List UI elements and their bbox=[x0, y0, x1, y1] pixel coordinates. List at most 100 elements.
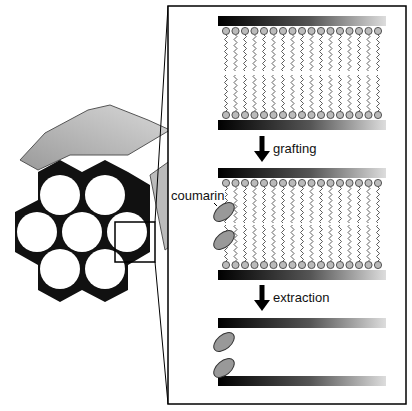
surfactant-tail bbox=[377, 225, 380, 261]
surfactant-head bbox=[346, 179, 353, 186]
surfactant-head bbox=[270, 179, 277, 186]
surfactant-tail bbox=[272, 35, 275, 71]
surfactant-head bbox=[327, 27, 334, 34]
zoom-line bbox=[155, 6, 168, 222]
surfactant-head bbox=[260, 111, 267, 118]
pore-wall bbox=[218, 318, 386, 328]
surfactant-tail bbox=[272, 75, 275, 111]
zoom-line bbox=[155, 262, 168, 404]
surfactant-head bbox=[365, 111, 372, 118]
surfactant-tail bbox=[301, 35, 304, 71]
surfactant-head bbox=[317, 179, 324, 186]
surfactant-head bbox=[289, 261, 296, 268]
surfactant-head bbox=[374, 179, 381, 186]
surfactant bbox=[222, 179, 381, 268]
surfactant-tail bbox=[225, 75, 228, 111]
surfactant-tail bbox=[253, 35, 256, 71]
surfactant-tail bbox=[263, 187, 266, 223]
leader-line bbox=[214, 203, 217, 206]
surfactant-tail bbox=[263, 225, 266, 261]
zoom-frame bbox=[115, 222, 155, 262]
surfactant-head bbox=[232, 261, 239, 268]
surfactant-tail bbox=[282, 187, 285, 223]
surfactant-tail bbox=[367, 35, 370, 71]
surfactant-tail bbox=[348, 225, 351, 261]
surfactant-tail bbox=[234, 225, 237, 261]
surfactant-head bbox=[289, 111, 296, 118]
label-grafting: grafting bbox=[272, 141, 317, 156]
surfactant-head bbox=[270, 111, 277, 118]
surfactant-head bbox=[308, 261, 315, 268]
surfactant-head bbox=[355, 27, 362, 34]
surfactant-head bbox=[308, 179, 315, 186]
surfactant-head bbox=[251, 111, 258, 118]
surfactant-tail bbox=[253, 75, 256, 111]
surfactant-head bbox=[346, 27, 353, 34]
surfactant-head bbox=[346, 261, 353, 268]
label-extraction: extraction bbox=[272, 290, 330, 305]
surfactant-head bbox=[279, 111, 286, 118]
surfactant-tail bbox=[301, 225, 304, 261]
surfactant-tail bbox=[320, 187, 323, 223]
label-coumarin: coumarin bbox=[170, 188, 225, 203]
surfactant-head bbox=[222, 261, 229, 268]
surfactant-head bbox=[222, 27, 229, 34]
surfactant-tail bbox=[244, 187, 247, 223]
surfactant-head bbox=[232, 27, 239, 34]
surfactant-head bbox=[270, 27, 277, 34]
surfactant-tail bbox=[377, 187, 380, 223]
surfactant-tail bbox=[348, 35, 351, 71]
surfactant-tail bbox=[244, 225, 247, 261]
surfactant-tail bbox=[367, 75, 370, 111]
surfactant-tail bbox=[348, 187, 351, 223]
surfactant-head bbox=[241, 261, 248, 268]
surfactant-tail bbox=[358, 187, 361, 223]
surfactant-tail bbox=[329, 225, 332, 261]
surfactant-tail bbox=[377, 75, 380, 111]
pore-wall bbox=[218, 168, 386, 178]
surfactant-head bbox=[222, 179, 229, 186]
surfactant-tail bbox=[244, 75, 247, 111]
inset-box bbox=[168, 6, 406, 404]
surfactant-tail bbox=[234, 75, 237, 111]
surfactant-tail bbox=[291, 75, 294, 111]
surfactant-head bbox=[365, 261, 372, 268]
surfactant-tail bbox=[225, 35, 228, 71]
surfactant-tail bbox=[282, 225, 285, 261]
surfactant-head bbox=[270, 261, 277, 268]
surfactant-head bbox=[365, 27, 372, 34]
surfactant-tail bbox=[320, 225, 323, 261]
surfactant-head bbox=[355, 111, 362, 118]
surfactant-head bbox=[327, 261, 334, 268]
surfactant-tail bbox=[282, 35, 285, 71]
surfactant-tail bbox=[358, 225, 361, 261]
arrow bbox=[254, 300, 270, 311]
surfactant-tail bbox=[329, 35, 332, 71]
surfactant-tail bbox=[301, 187, 304, 223]
surfactant-head bbox=[346, 111, 353, 118]
surfactant-head bbox=[336, 27, 343, 34]
arrow bbox=[260, 136, 265, 152]
surfactant-head bbox=[355, 179, 362, 186]
surfactant-head bbox=[298, 111, 305, 118]
surfactant-tail bbox=[367, 187, 370, 223]
surfactant-head bbox=[260, 27, 267, 34]
surfactant-tail bbox=[310, 225, 313, 261]
surfactant-head bbox=[374, 27, 381, 34]
surfactant-tail bbox=[291, 187, 294, 223]
surfactant-head bbox=[251, 261, 258, 268]
surfactant-tail bbox=[263, 75, 266, 111]
arrow bbox=[254, 151, 270, 162]
surfactant-tail bbox=[310, 187, 313, 223]
surfactant-head bbox=[336, 179, 343, 186]
surfactant-tail bbox=[339, 225, 342, 261]
surfactant-head bbox=[298, 179, 305, 186]
coumarin-molecule bbox=[210, 355, 237, 381]
surfactant-tail bbox=[339, 35, 342, 71]
surfactant-head bbox=[327, 179, 334, 186]
surfactant-head bbox=[374, 111, 381, 118]
surfactant-tail bbox=[244, 35, 247, 71]
pore-wall bbox=[218, 16, 386, 26]
surfactant-head bbox=[365, 179, 372, 186]
surfactant-tail bbox=[320, 75, 323, 111]
